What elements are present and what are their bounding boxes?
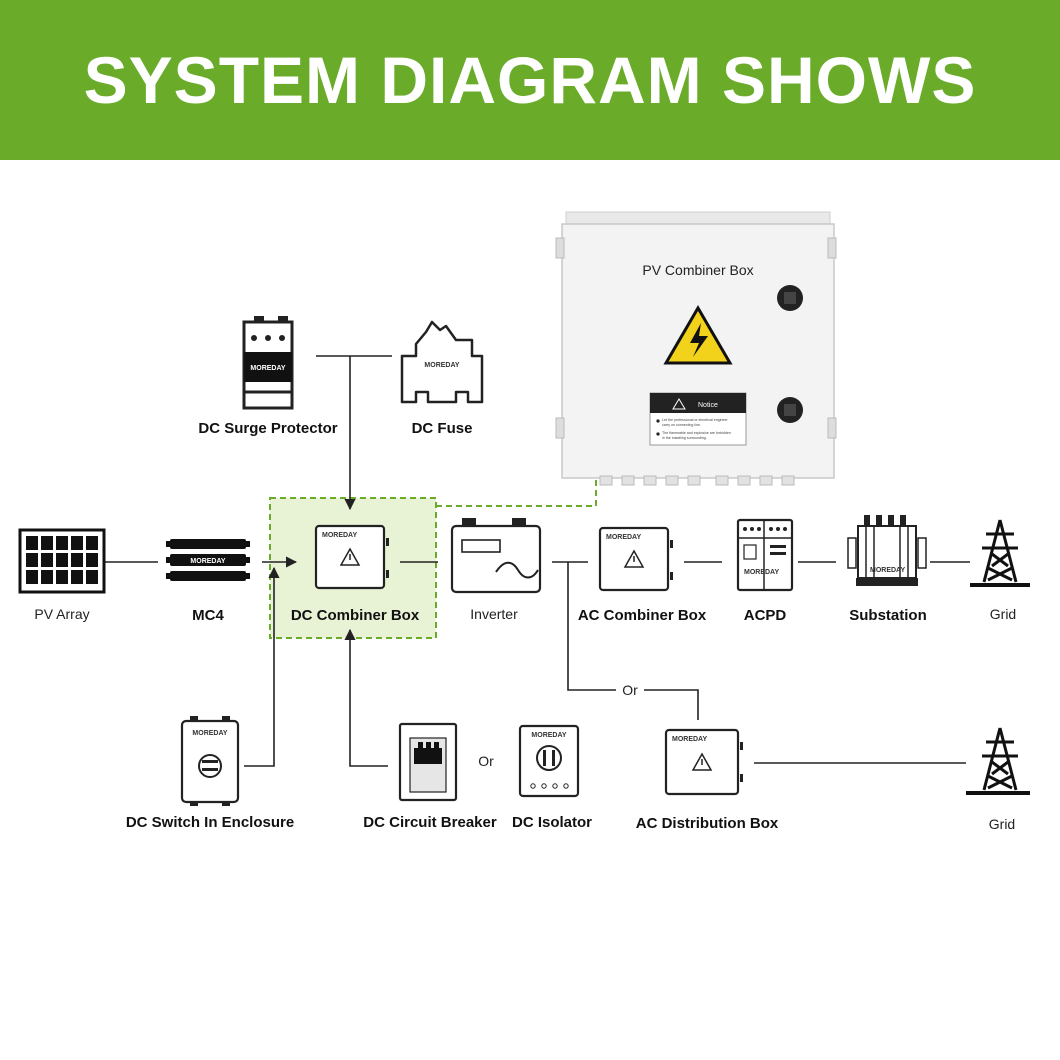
dc-circuit-breaker-icon bbox=[398, 722, 458, 802]
pv-combiner-box-title: PV Combiner Box bbox=[642, 262, 753, 278]
dc-circuit-breaker-label: DC Circuit Breaker bbox=[363, 814, 497, 831]
high-voltage-warning-icon bbox=[663, 305, 733, 365]
brand-label: MOREDAY bbox=[192, 730, 227, 737]
lock-knob-icon bbox=[777, 285, 803, 311]
brand-label: MOREDAY bbox=[744, 569, 779, 576]
grid-label: Grid bbox=[989, 816, 1015, 832]
highlight-connector bbox=[436, 472, 597, 507]
dc-isolator-label: DC Isolator bbox=[512, 814, 592, 831]
brand-label: MOREDAY bbox=[250, 365, 285, 372]
dc-isolator-icon: MOREDAY bbox=[518, 724, 580, 798]
pv-combiner-box-enclosure: PV Combiner Box Notice Let the professio… bbox=[555, 211, 837, 486]
substation-label: Substation bbox=[849, 607, 927, 624]
mc4-label: MC4 bbox=[192, 607, 224, 624]
acpd-label: ACPD bbox=[744, 607, 787, 624]
notice-line: in the installing surrounding. bbox=[662, 436, 707, 440]
dc-fuse-label: DC Fuse bbox=[412, 420, 473, 437]
or-label: Or bbox=[478, 753, 494, 769]
power-tower-icon bbox=[966, 727, 1030, 795]
inverter-label: Inverter bbox=[470, 606, 518, 622]
or-label: Or bbox=[622, 682, 638, 698]
notice-line: Let the professional or electrical engin… bbox=[662, 418, 729, 422]
brand-label: MOREDAY bbox=[672, 736, 707, 743]
connection-lines bbox=[103, 355, 970, 767]
acpd-icon: MOREDAY bbox=[736, 518, 794, 592]
grid-label: Grid bbox=[990, 606, 1016, 622]
dc-surge-protector-icon: MOREDAY bbox=[242, 316, 294, 410]
dc-surge-protector-label: DC Surge Protector bbox=[198, 420, 337, 437]
brand-label: MOREDAY bbox=[606, 534, 641, 541]
inverter-icon bbox=[450, 518, 542, 594]
substation-transformer-icon: MOREDAY bbox=[847, 515, 927, 586]
pv-array-label: PV Array bbox=[34, 606, 89, 622]
system-diagram: PV Combiner Box Notice Let the professio… bbox=[18, 211, 1030, 832]
ac-distribution-box-label: AC Distribution Box bbox=[636, 815, 779, 832]
brand-label: MOREDAY bbox=[424, 362, 459, 369]
ac-distribution-box-icon: MOREDAY bbox=[664, 728, 743, 796]
notice-line: carry on connecting line. bbox=[662, 423, 701, 427]
header-banner: SYSTEM DIAGRAM SHOWS bbox=[0, 0, 1060, 160]
dc-fuse-icon: MOREDAY bbox=[400, 320, 484, 404]
cable-glands bbox=[599, 475, 795, 486]
brand-label: MOREDAY bbox=[322, 532, 357, 539]
brand-label: MOREDAY bbox=[531, 732, 566, 739]
pv-array-icon bbox=[18, 528, 106, 594]
dc-switch-in-enclosure-label: DC Switch In Enclosure bbox=[126, 814, 294, 831]
notice-label: Notice Let the professional or electrica… bbox=[649, 392, 747, 446]
page-title: SYSTEM DIAGRAM SHOWS bbox=[83, 43, 977, 117]
dc-combiner-box-label: DC Combiner Box bbox=[291, 607, 420, 624]
power-tower-icon bbox=[970, 519, 1030, 587]
dc-switch-in-enclosure-icon: MOREDAY bbox=[180, 716, 240, 806]
lock-knob-icon bbox=[777, 397, 803, 423]
notice-line: The flammable and explosive are forbidde… bbox=[662, 431, 731, 435]
mc4-connector-icon: MOREDAY bbox=[166, 539, 250, 581]
ac-combiner-box-label: AC Combiner Box bbox=[578, 607, 707, 624]
dc-combiner-box-icon: MOREDAY bbox=[314, 524, 389, 590]
ac-combiner-box-icon: MOREDAY bbox=[598, 526, 673, 592]
brand-label: MOREDAY bbox=[870, 567, 905, 574]
brand-label: MOREDAY bbox=[190, 558, 225, 565]
notice-title: Notice bbox=[698, 402, 718, 409]
